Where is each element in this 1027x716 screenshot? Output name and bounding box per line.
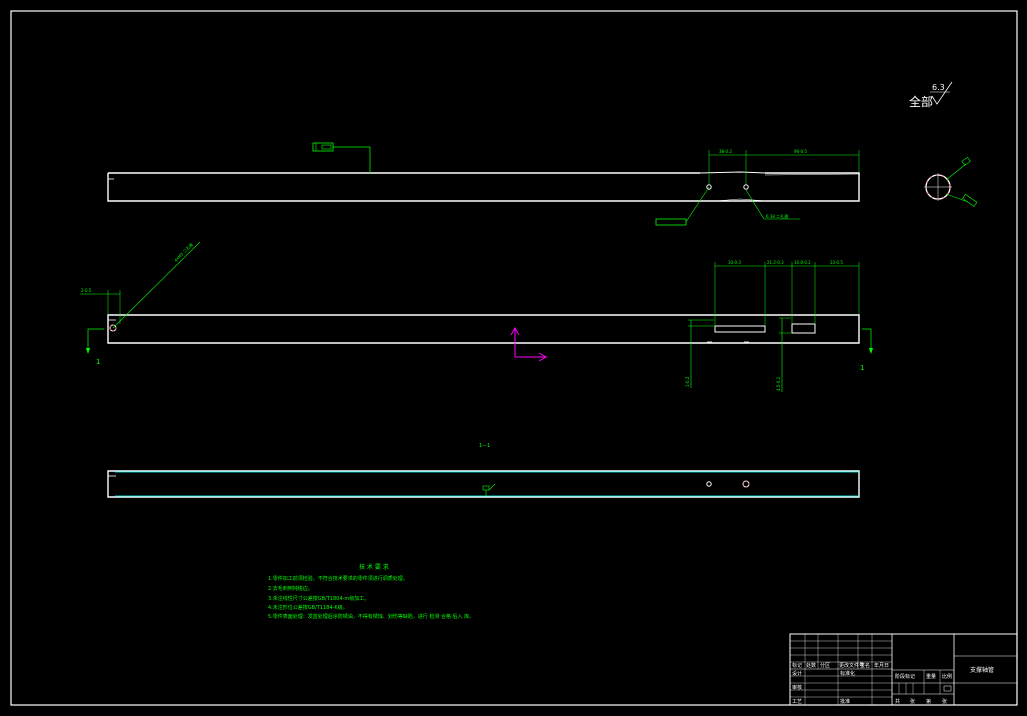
dim-label: 21.2-0.3 bbox=[767, 260, 784, 265]
roughness-label: 全部 bbox=[909, 94, 933, 109]
tb-cell: 阶段标记 bbox=[895, 673, 915, 680]
tb-cell: 标准化 bbox=[840, 670, 855, 677]
hole-marker bbox=[743, 184, 749, 190]
tb-cell: 重量 bbox=[926, 673, 936, 680]
roughness-value: 6.3 bbox=[932, 83, 945, 92]
part-name: 支撑轴管 bbox=[970, 666, 994, 674]
end-view[interactable] bbox=[924, 156, 978, 207]
dim-label: 38-0.2 bbox=[719, 149, 732, 154]
dim-label: 1-0.2 bbox=[685, 376, 690, 387]
notes-line: 4.未注形位公差按GB/T1184-K级。 bbox=[268, 604, 348, 611]
roughness-symbol: 全部 6.3 bbox=[909, 81, 953, 109]
dim-label: 2-0.5 bbox=[81, 288, 92, 293]
section-view[interactable] bbox=[107, 470, 860, 498]
section-label: 1—1 bbox=[479, 443, 490, 449]
tb-cell: 审核 bbox=[792, 684, 802, 691]
notes-line: 1.零件加工前须检验，不符合技术要求的零件须进行调质处理。 bbox=[268, 575, 408, 582]
hole-marker bbox=[706, 184, 712, 190]
dim-label: 10-0.3 bbox=[728, 260, 741, 265]
front-view[interactable]: 10-0.3 21.2-0.3 10.8-0.2 33-0.5 2-0.5 4x… bbox=[80, 241, 873, 392]
leader-callout: 4xM3 二孔通 bbox=[172, 241, 193, 262]
tb-cell: 设计 bbox=[792, 670, 802, 677]
tb-cell: 工艺 bbox=[792, 699, 802, 705]
ucs-icon bbox=[510, 326, 548, 362]
title-block[interactable]: 标记 处数 分区 更改文件号 签名 年月日 设计 标准化 审核 工艺 批准 阶段… bbox=[789, 633, 1018, 706]
tb-cell: 第 bbox=[926, 698, 931, 705]
technical-notes: 技 术 要 求 1.零件加工前须检验，不符合技术要求的零件须进行调质处理。 2.… bbox=[268, 563, 474, 620]
tb-cell: 张 bbox=[910, 698, 915, 705]
tb-cell: 处数 bbox=[806, 662, 816, 669]
notes-line: 2.去毛刺倒钝锐边。 bbox=[268, 585, 313, 592]
notes-line: 5.零件表面处理：发蓝处理后涂防锈油，不得有锈蚀、划伤等缺陷，进行 检测 合格 … bbox=[268, 613, 474, 620]
tb-cell: 比例 bbox=[942, 673, 952, 680]
notes-title: 技 术 要 求 bbox=[359, 563, 389, 571]
section-mark: 1 bbox=[860, 364, 864, 372]
drawing-border bbox=[10, 10, 1018, 706]
hole-callout: 6.38 二孔通 bbox=[766, 213, 788, 219]
dim-label: 4.5-0.2 bbox=[776, 376, 781, 391]
dim-label: 33-0.5 bbox=[830, 260, 843, 265]
top-view[interactable]: 38-0.2 96-0.5 6.38 二孔通 bbox=[107, 142, 861, 226]
tb-cell: 张 bbox=[942, 698, 947, 705]
tb-cell: 更改文件号 bbox=[839, 662, 864, 669]
tb-cell: 分区 bbox=[820, 662, 830, 669]
tb-cell: 批准 bbox=[840, 698, 850, 705]
tb-cell: 标记 bbox=[792, 662, 802, 669]
tb-cell: 年月日 bbox=[874, 662, 889, 669]
section-mark: 1 bbox=[96, 358, 100, 366]
dim-label: 10.8-0.2 bbox=[794, 260, 811, 265]
dim-label: 96-0.5 bbox=[794, 149, 807, 154]
tb-cell: 共 bbox=[895, 698, 900, 705]
notes-line: 3.未注线性尺寸公差按GB/T1804-m级加工。 bbox=[268, 595, 369, 602]
tb-cell: 签名 bbox=[860, 662, 870, 669]
